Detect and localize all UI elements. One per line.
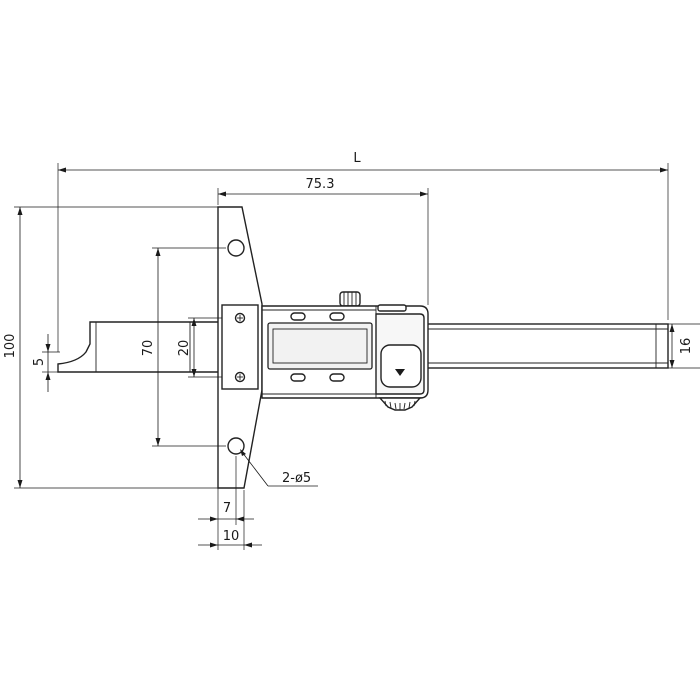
label-hole-spacing: 70 <box>141 340 156 357</box>
digital-body <box>261 291 429 411</box>
label-base-height: 100 <box>3 334 18 359</box>
dimension-base-outer: 10 <box>198 490 262 550</box>
label-beam-height: 16 <box>679 338 694 355</box>
dimension-base-inner: 7 <box>198 456 254 550</box>
dimension-hole-spec: 2-ø5 <box>240 449 318 487</box>
label-rod-height: 20 <box>177 340 192 357</box>
label-hook-offset: 5 <box>32 358 47 366</box>
dimension-overall-length: L <box>57 151 669 352</box>
depth-rod <box>57 321 221 373</box>
dimension-beam-height: 16 <box>668 323 700 369</box>
down-arrow-icon <box>395 369 405 376</box>
mounting-hole-lower <box>227 437 245 455</box>
label-body-width: 75.3 <box>306 177 335 192</box>
label-base-outer: 10 <box>223 529 240 544</box>
dimension-hook-offset: 5 <box>32 334 60 392</box>
button-housing <box>380 344 422 388</box>
clamp-block <box>221 304 259 390</box>
label-overall-length: L <box>353 151 361 166</box>
thumb-knob <box>339 291 361 307</box>
label-hole-spec: 2-ø5 <box>282 471 311 486</box>
label-base-inner: 7 <box>223 501 231 516</box>
dimension-body-width: 75.3 <box>217 177 429 305</box>
dimension-hole-spacing: 70 <box>141 247 226 447</box>
dimension-rod-height: 20 <box>177 317 222 378</box>
dimension-base-height: 100 <box>3 206 218 489</box>
lcd-display <box>267 322 373 370</box>
mounting-hole-upper <box>227 239 245 257</box>
